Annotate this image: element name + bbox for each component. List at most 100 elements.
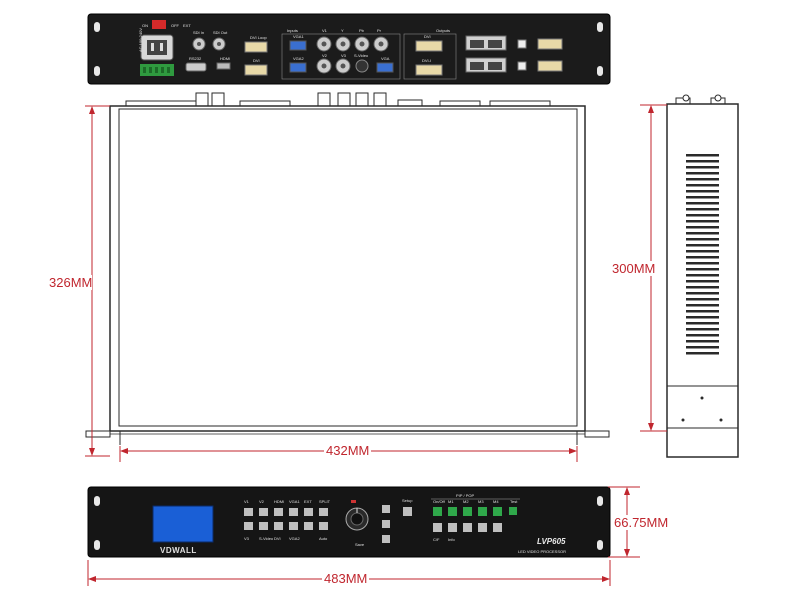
vent-slot — [686, 190, 719, 193]
input-key-label: VGA2 — [289, 536, 300, 541]
test-button[interactable] — [509, 507, 517, 515]
selector-knob[interactable] — [345, 507, 369, 531]
input-key[interactable] — [304, 522, 313, 530]
vent-slot — [686, 328, 719, 331]
function-key[interactable] — [463, 523, 472, 532]
vent-slot — [686, 202, 719, 205]
dvi-i-label: DVI-I — [422, 58, 431, 63]
down-key[interactable] — [382, 520, 390, 528]
screw — [719, 418, 723, 422]
vent-slot — [686, 220, 719, 223]
input-key[interactable] — [274, 508, 283, 516]
input-key-label: EXT — [304, 499, 312, 504]
rack-ear-hole — [597, 22, 603, 32]
sending-card-top — [465, 35, 563, 51]
input-key[interactable] — [289, 522, 298, 530]
pip-group-label: PIP / POP — [456, 493, 474, 498]
rack-ear-hole — [94, 540, 100, 550]
vent-slots — [686, 154, 719, 355]
dvi-i-port — [415, 64, 443, 76]
dvi-in-port — [244, 64, 268, 76]
width-432-label: 432MM — [324, 443, 372, 458]
vga2-port — [289, 62, 307, 73]
pip-key[interactable] — [493, 507, 502, 516]
svg-text:Pr: Pr — [377, 28, 382, 33]
bnc-row-top: V1 Y Pb Pr — [316, 28, 389, 52]
save-button[interactable] — [351, 500, 356, 503]
model-label: LVP605 — [537, 537, 566, 546]
vent-slot — [686, 178, 719, 181]
top-view-chassis — [109, 105, 586, 432]
input-key[interactable] — [259, 508, 268, 516]
input-key[interactable] — [274, 522, 283, 530]
vent-slot — [686, 232, 719, 235]
pip-key[interactable] — [433, 507, 442, 516]
input-key-label: V2 — [259, 499, 265, 504]
vga1-label: VGA1 — [293, 34, 304, 39]
power-switch — [152, 20, 166, 29]
input-key-label: V1 — [244, 499, 250, 504]
input-key-label: DVI — [274, 536, 281, 541]
setup-label: Setup — [402, 498, 413, 503]
vent-slot — [686, 280, 719, 283]
vent-slot — [686, 322, 719, 325]
vent-slot — [686, 256, 719, 259]
input-key-label: VGA1 — [289, 499, 300, 504]
vent-slot — [686, 292, 719, 295]
input-key[interactable] — [289, 508, 298, 516]
svg-text:V1: V1 — [322, 28, 328, 33]
vent-slot — [686, 286, 719, 289]
vent-slot — [686, 184, 719, 187]
enter-key[interactable] — [382, 535, 390, 543]
hdmi-label: HDMI — [220, 56, 230, 61]
svg-text:S-Video: S-Video — [354, 53, 369, 58]
vent-slot — [686, 310, 719, 313]
sdi-in-label: SDI In — [193, 30, 204, 35]
function-key[interactable] — [433, 523, 442, 532]
input-key[interactable] — [304, 508, 313, 516]
pip-key[interactable] — [478, 507, 487, 516]
vent-slot — [686, 154, 719, 157]
input-key[interactable] — [319, 522, 328, 530]
input-key[interactable] — [259, 522, 268, 530]
rs232-label: RS232 — [189, 56, 202, 61]
dvi-out-port — [415, 40, 443, 52]
arrow-keys — [382, 505, 390, 543]
pip-key[interactable] — [448, 507, 457, 516]
input-key-label: Auto — [319, 536, 328, 541]
function-key[interactable] — [448, 523, 457, 532]
height-300-label: 300MM — [612, 261, 656, 276]
vga2-label: VGA2 — [293, 56, 304, 61]
dvi-loop-label: DVI Loop — [250, 35, 267, 40]
vent-slot — [686, 262, 719, 265]
vent-slot — [686, 352, 719, 355]
vent-slot — [686, 250, 719, 253]
function-key[interactable] — [493, 523, 502, 532]
bnc-row-bottom: V2 V3 S-Video — [316, 53, 369, 74]
input-key-label: SPLIT — [319, 499, 331, 504]
up-key[interactable] — [382, 505, 390, 513]
rack-ear-hole — [597, 540, 603, 550]
input-key-label: V3 — [244, 536, 250, 541]
outputs-group — [403, 33, 457, 80]
pip-key-label: M2 — [463, 499, 469, 504]
input-key[interactable] — [319, 508, 328, 516]
pip-key-label: M3 — [478, 499, 484, 504]
function-key[interactable] — [478, 523, 487, 532]
ext-label: EXT — [183, 23, 191, 28]
input-key[interactable] — [244, 508, 253, 516]
screw — [700, 396, 704, 400]
pip-key[interactable] — [463, 507, 472, 516]
vga-port — [376, 62, 394, 73]
pip-key-label: M1 — [448, 499, 454, 504]
vent-slot — [686, 340, 719, 343]
vent-slot — [686, 304, 719, 307]
side-view — [666, 94, 739, 458]
save-label: Save — [355, 542, 365, 547]
input-key[interactable] — [244, 522, 253, 530]
rack-ear-hole — [94, 66, 100, 76]
setup-button[interactable] — [403, 507, 412, 516]
